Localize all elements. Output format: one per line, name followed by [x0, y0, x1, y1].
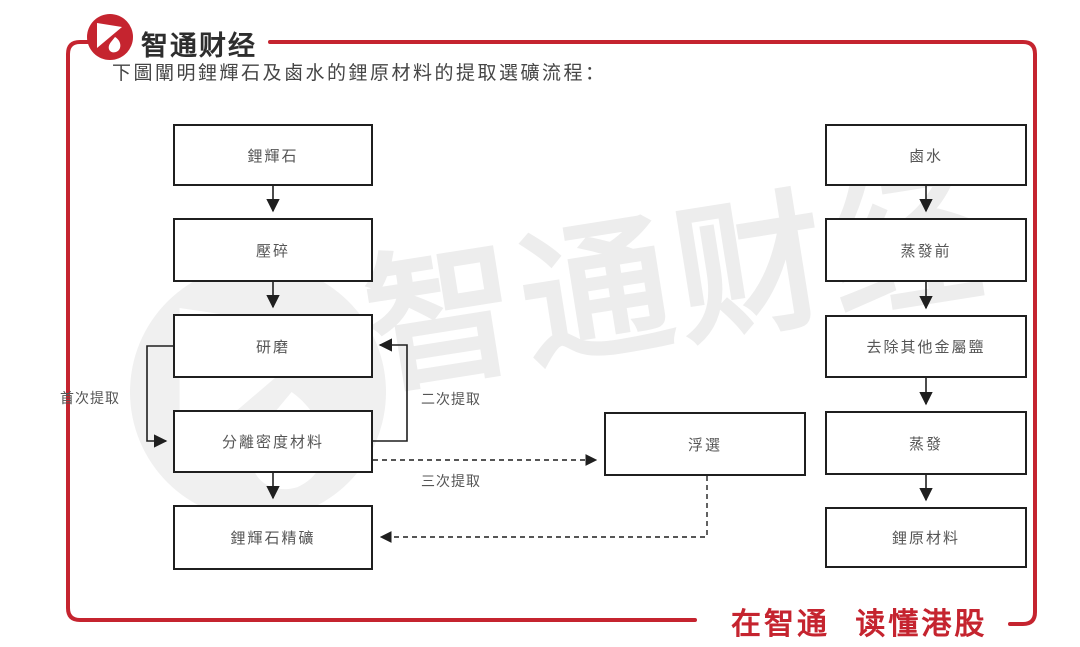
- frame-border: [66, 40, 1037, 626]
- edge-label-first-extraction: 首次提取: [60, 390, 120, 406]
- node-remove-other-metal-salts: 去除其他金屬鹽: [825, 315, 1027, 378]
- brand-logo-icon: [87, 14, 133, 60]
- flotation-return-edge: [379, 476, 708, 543]
- node-lithium-raw-material: 鋰原材料: [825, 507, 1027, 568]
- node-crushing: 壓碎: [173, 218, 373, 282]
- footer-slogan: 在智通 读懂港股: [731, 608, 988, 641]
- brand-name: 智通财经: [141, 31, 257, 61]
- node-spodumene-concentrate: 鋰輝石精礦: [173, 505, 373, 570]
- edge-label-third-extraction: 三次提取: [421, 473, 481, 489]
- diagram-caption: 下圖闡明鋰輝石及鹵水的鋰原材料的提取選礦流程：: [112, 63, 607, 84]
- node-density-separation: 分離密度材料: [173, 410, 373, 473]
- flow-arrows-dashed: [373, 454, 708, 543]
- node-spodumene: 鋰輝石: [173, 124, 373, 186]
- edge-label-second-extraction: 二次提取: [421, 391, 481, 407]
- node-grinding: 研磨: [173, 314, 373, 378]
- node-flotation: 浮選: [604, 412, 806, 476]
- flow-arrows-solid: [146, 186, 933, 502]
- first-extraction-loop: [146, 345, 173, 448]
- node-brine: 鹵水: [825, 124, 1027, 186]
- node-evaporation: 蒸發: [825, 411, 1027, 475]
- node-pre-evaporation: 蒸發前: [825, 218, 1027, 282]
- second-extraction-loop: [373, 338, 408, 442]
